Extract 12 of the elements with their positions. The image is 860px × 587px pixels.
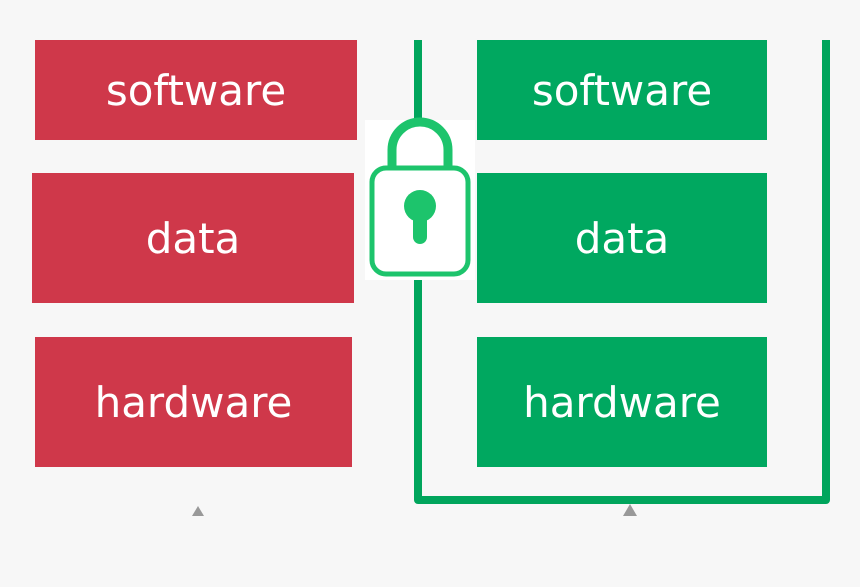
layer-box [477,337,767,467]
layer-label: hardware [523,378,721,426]
layer-box [35,337,352,467]
layer-box [32,173,354,303]
layer-label: data [146,214,240,262]
layer-box [477,173,767,303]
layer-box [477,40,767,140]
layer-label: hardware [94,378,292,426]
layer-label: software [106,66,286,114]
layer-label: data [574,214,670,262]
layer-box [35,40,357,140]
layer-label: software [532,66,712,114]
